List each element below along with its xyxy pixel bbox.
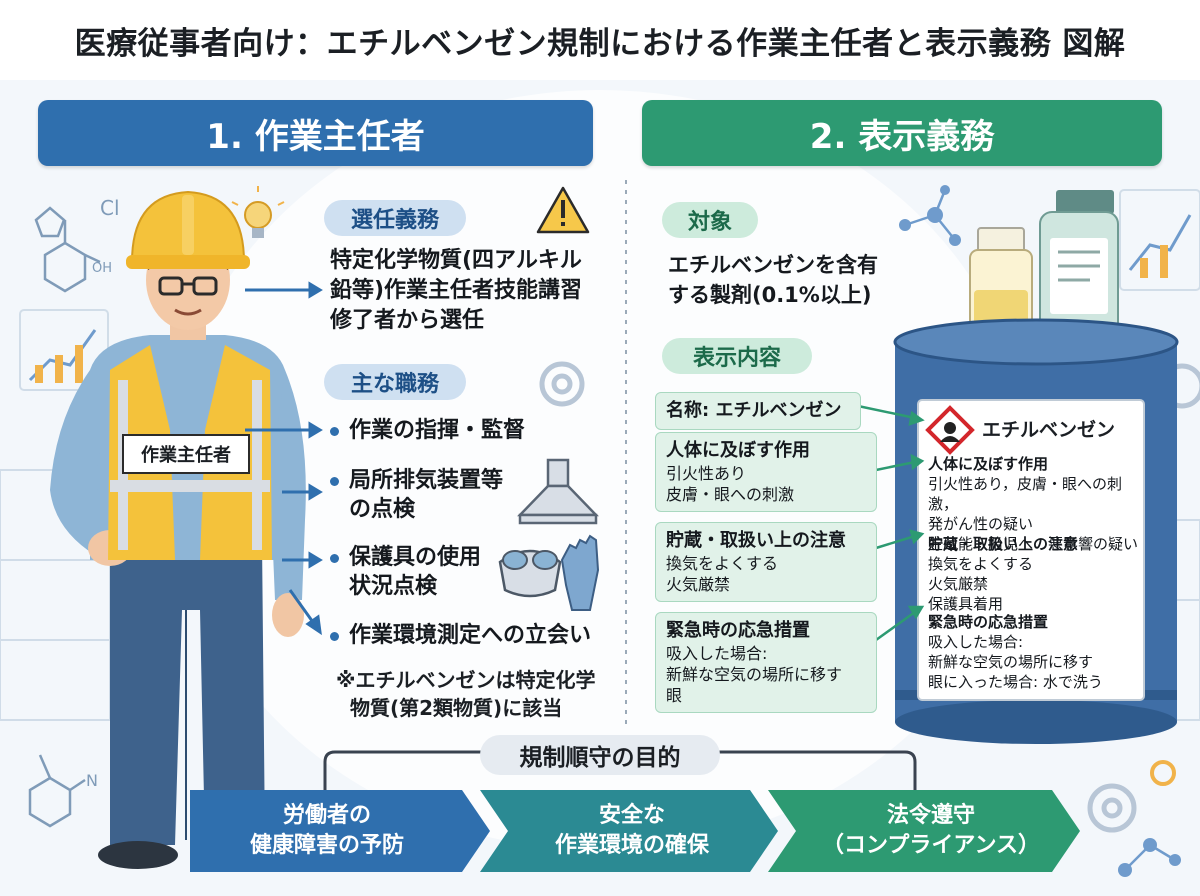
duty-item: 作業環境測定への立会い <box>330 621 620 650</box>
bullet <box>330 477 339 486</box>
label-box-storage: 貯蔵・取扱い上の注意 換気をよくする 火気厳禁 <box>655 522 877 602</box>
purpose-chevrons <box>190 790 1080 872</box>
drum-label-emergency: 緊急時の応急措置 吸入した場合: 新鮮な空気の場所に移す 眼に入った場合: 水で… <box>928 613 1103 691</box>
target-pill: 対象 <box>662 202 758 238</box>
molecule-oh-label: OH <box>92 261 112 276</box>
page-title: 医療従事者向け：エチルベンゼン規制における作業主任者と表示義務 図解 <box>0 0 1200 80</box>
target-text: エチルベンゼンを含有 する製剤(0.1%以上) <box>668 253 878 307</box>
label-box-emergency: 緊急時の応急措置 吸入した場合: 新鮮な空気の場所に移す 眼 <box>655 612 877 713</box>
purpose-step-1: 労働者の健康障害の予防 <box>249 803 404 858</box>
label-content-pill: 表示内容 <box>662 338 812 374</box>
main-duties-pill: 主な職務 <box>324 364 466 400</box>
section1-banner: 1. 作業主任者 <box>38 100 593 166</box>
drum-label-effect: 人体に及ぼす作用 引火性あり，皮膚・眼への刺激， 発がん性の疑い 生殖能・胎児へ… <box>928 455 1139 553</box>
purpose-step-2: 安全な作業環境の確保 <box>554 803 709 858</box>
purpose-step-3: 法令遵守（コンプライアンス） <box>821 803 1041 858</box>
substance-note: ※エチルベンゼンは特定化学 物質(第2類物質)に該当 <box>336 668 596 720</box>
drum-label-name: エチルベンゼン <box>982 419 1116 441</box>
selection-duty-pill: 選任義務 <box>324 200 466 236</box>
warning-icon <box>536 186 590 234</box>
duty-item: 保護具の使用状況点検 <box>330 543 530 601</box>
molecule-cl-label: Cl <box>100 196 120 220</box>
background-illustration: Cl OH N <box>0 90 1200 877</box>
label-box-name: 名称: エチルベンゼン <box>655 392 861 430</box>
bullet <box>330 554 339 563</box>
label-box-effect: 人体に及ぼす作用 引火性あり 皮膚・眼への刺激 <box>655 432 877 512</box>
drum-label-storage: 貯蔵・取扱い上の注意 換気をよくする 火気厳禁 保護具着用 <box>928 535 1079 613</box>
worker-badge: 作業主任者 <box>122 434 250 474</box>
section2-banner: 2. 表示義務 <box>642 100 1162 166</box>
selection-duty-text: 特定化学物質(四アルキル 鉛等)作業主任者技能講習 修了者から選任 <box>330 248 583 333</box>
duty-item: 作業の指揮・監督 <box>330 416 610 445</box>
bullet <box>330 632 339 641</box>
duty-item: 局所排気装置等の点検 <box>330 466 530 524</box>
ghs-health-hazard-icon <box>925 405 975 455</box>
purpose-title: 規制順守の目的 <box>480 735 720 775</box>
bullet <box>330 427 339 436</box>
drum <box>893 318 1179 744</box>
molecule-n-label: N <box>86 771 98 790</box>
